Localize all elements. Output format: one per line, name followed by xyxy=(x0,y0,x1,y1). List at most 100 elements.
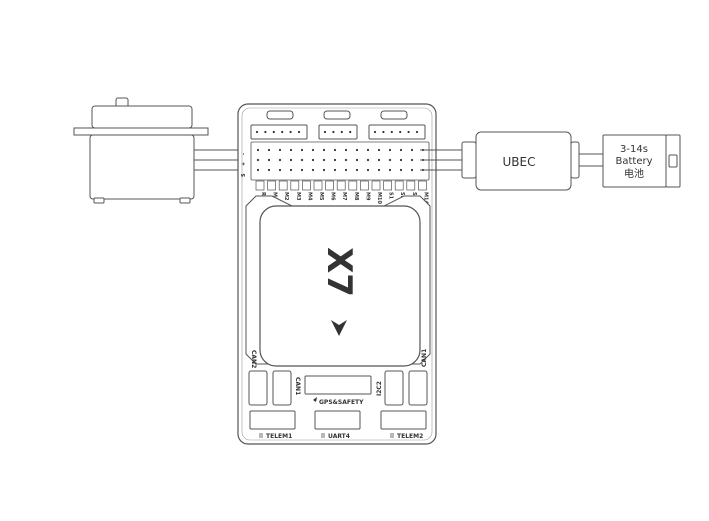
header-pin xyxy=(399,168,403,172)
header-pin xyxy=(333,168,337,172)
pin-box xyxy=(418,180,427,191)
header-pin xyxy=(322,148,326,152)
pin-box xyxy=(267,180,276,191)
header-pin xyxy=(256,158,260,162)
i2c2-connector xyxy=(384,370,404,406)
header-pin xyxy=(344,148,348,152)
top-tab-left xyxy=(266,110,294,120)
pin-box xyxy=(278,180,288,191)
top-connector-pin xyxy=(281,130,284,134)
header-pin xyxy=(344,168,348,172)
can1-left-label: CAN1 xyxy=(294,377,301,395)
header-pin xyxy=(333,158,337,162)
pin-label: M1 xyxy=(272,192,278,201)
header-pin xyxy=(256,148,260,152)
pin-box xyxy=(371,180,381,191)
header-pin xyxy=(377,158,381,162)
telem1-label: TELEM1 xyxy=(266,433,292,440)
header-pin xyxy=(278,168,282,172)
can2-label: CAN2 xyxy=(250,350,257,368)
header-pin xyxy=(256,168,260,172)
top-tab-right xyxy=(380,110,408,120)
header-pin xyxy=(300,168,304,172)
pin-label: M3 xyxy=(295,192,301,201)
servo-foot-left xyxy=(93,197,105,204)
header-pin xyxy=(311,158,315,162)
header-pin xyxy=(388,148,392,152)
pin-box xyxy=(348,180,358,191)
direction-arrow-icon xyxy=(331,320,347,336)
pwm-header-pins xyxy=(256,148,425,172)
header-pin xyxy=(355,168,359,172)
pin-label: M9 xyxy=(364,192,370,201)
top-connector-right xyxy=(368,124,426,140)
ubec-left-collar xyxy=(461,141,477,179)
header-pin xyxy=(300,148,304,152)
pin-label: M8 xyxy=(353,192,359,201)
pin-box xyxy=(302,180,311,191)
pin-label-row: RC INM1M2M3M4M5M6M7M8M9M10S1S2S3M14 xyxy=(255,180,428,207)
battery: 3-14s Battery 电池 xyxy=(602,134,681,188)
pwm-header xyxy=(250,141,430,181)
battery-label: Battery xyxy=(615,156,652,167)
pin-box xyxy=(406,180,416,191)
pin-label: S2 xyxy=(399,192,405,200)
top-connector-pin xyxy=(289,130,292,134)
header-pin xyxy=(355,158,359,162)
header-pin xyxy=(289,158,293,162)
rail-label-minus: - xyxy=(241,153,247,155)
top-connector-pin xyxy=(373,130,377,134)
can1-right-connector xyxy=(408,370,428,406)
top-connector-pin xyxy=(323,130,327,134)
ubec: UBEC xyxy=(461,131,580,191)
ubec-right-collar xyxy=(570,141,580,179)
telem2-connector xyxy=(380,410,427,430)
pin-label: M2 xyxy=(283,192,289,201)
header-pin xyxy=(311,168,315,172)
header-pin xyxy=(366,148,370,152)
header-pin xyxy=(377,148,381,152)
top-connector-pin xyxy=(382,130,385,134)
header-pin xyxy=(410,158,414,162)
port-marker-icons xyxy=(259,433,394,438)
header-pin xyxy=(355,148,359,152)
header-pin xyxy=(410,148,414,152)
logo-text: X7 xyxy=(319,247,359,297)
servo-top xyxy=(91,105,193,129)
pin-label: M14 xyxy=(422,192,428,204)
pin-box xyxy=(325,180,334,191)
pin-label: S1 xyxy=(388,192,394,200)
header-pin xyxy=(333,148,337,152)
header-pin xyxy=(366,158,370,162)
top-connector-pin xyxy=(272,130,275,134)
header-pin xyxy=(289,168,293,172)
servo-flange xyxy=(73,127,209,136)
header-pin xyxy=(278,158,282,162)
can1-left-connector xyxy=(272,370,292,406)
i2c2-label: I2C2 xyxy=(376,381,383,396)
header-pin xyxy=(388,168,392,172)
telem1-connector xyxy=(249,410,296,430)
top-connector-pin xyxy=(390,130,393,134)
gps-safety-label: GPS&SAFETY xyxy=(319,399,364,406)
header-pin xyxy=(322,168,326,172)
top-connector-mid xyxy=(318,124,358,140)
header-pin xyxy=(399,148,403,152)
header-pin xyxy=(410,168,414,172)
header-pin xyxy=(322,158,326,162)
pin-box xyxy=(336,180,346,191)
uart4-label: UART4 xyxy=(328,433,350,440)
flight-controller: S + - RC INM1M2M3M4M5M6M7M8M9M10S1S2S3M1… xyxy=(237,103,437,445)
pin-box xyxy=(290,180,300,191)
pin-box xyxy=(360,180,369,191)
battery-terminal xyxy=(668,154,678,168)
pin-label: M6 xyxy=(330,192,336,201)
pin-box xyxy=(255,180,265,191)
top-connector-left xyxy=(250,124,308,140)
top-connector-pin xyxy=(264,130,267,134)
pin-label: M4 xyxy=(306,192,312,201)
servo xyxy=(73,97,209,204)
servo-foot-right xyxy=(179,197,191,204)
battery-chinese-label: 电池 xyxy=(624,167,644,180)
